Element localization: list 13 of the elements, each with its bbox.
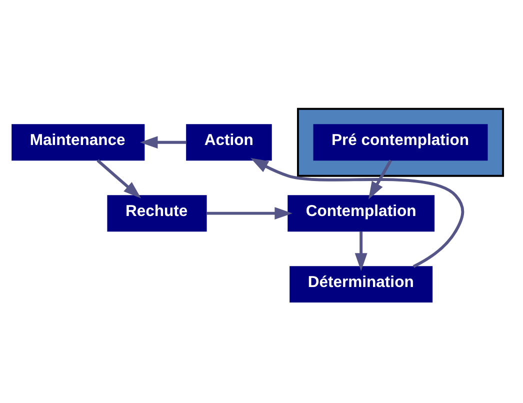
arrow <box>96 159 142 198</box>
node-box: Rechute <box>107 195 207 232</box>
node-box: Pré contemplation <box>313 124 488 161</box>
arrow <box>206 207 292 220</box>
arrow <box>368 160 392 200</box>
node-box: Maintenance <box>12 124 145 161</box>
arrow <box>354 231 368 271</box>
node-box: Détermination <box>290 266 433 303</box>
arrow <box>250 158 464 268</box>
node-box: Action <box>186 124 272 161</box>
cluster <box>297 108 504 177</box>
arrow <box>140 136 186 149</box>
node-box: Contemplation <box>288 195 435 232</box>
